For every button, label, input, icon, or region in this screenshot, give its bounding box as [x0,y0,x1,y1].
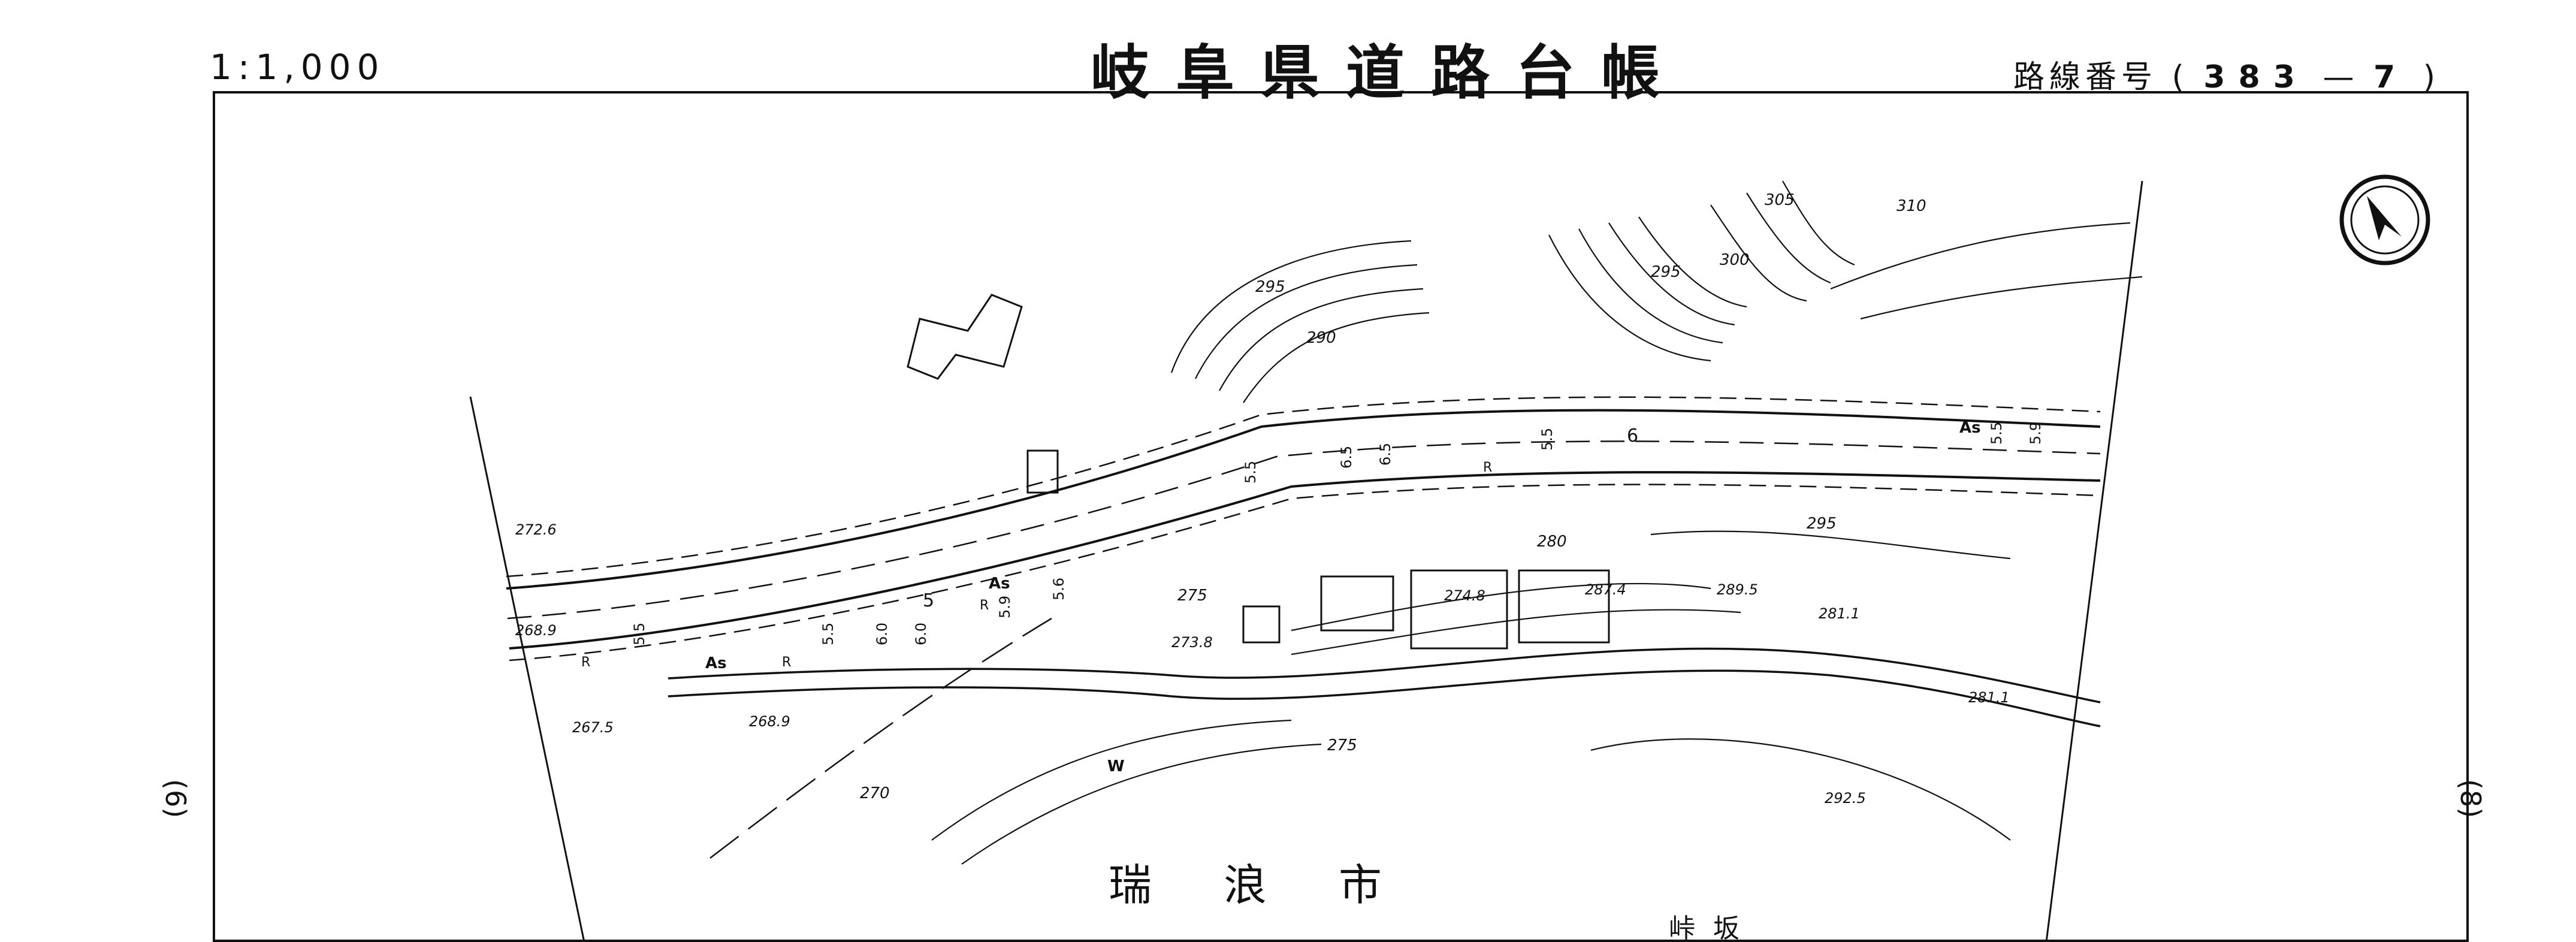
survey-boundary [469,180,2143,942]
road-label: R [980,598,989,613]
contour-label: 275 [1177,587,1207,605]
road-width: 6.5 [1338,446,1355,469]
road-width: 6.0 [913,623,929,645]
road-label: As [705,654,727,672]
road-map: 295 290 300 305 310 295 295 280 275 275 … [213,91,2469,942]
contour-label: 295 [1651,263,1681,281]
route-paren-open: ( [2172,59,2189,95]
spot-height: 274.8 [1444,587,1485,604]
buildings [907,294,1610,650]
road-label: R [782,655,791,670]
route-label: 路線番号 [2013,59,2158,95]
sheet-title: 岐阜県道路台帳 [1091,39,1687,107]
route-sheet-number: 7 [2373,59,2409,95]
road-width: 5 [923,590,934,611]
road-label: As [989,575,1010,593]
spot-height: 267.5 [572,719,614,736]
road-width: 6.0 [874,623,890,645]
spot-height: 289.5 [1717,581,1758,598]
road-width: 6 [1627,425,1638,446]
spot-height: 268.9 [749,713,790,730]
road-width: 5.6 [1050,578,1067,600]
spot-height: 281.1 [1968,689,2010,706]
spot-height: 281.1 [1819,605,1860,622]
map-frame [213,91,2469,942]
adjacent-sheet-left: (6) [159,779,192,819]
road-width: 5.5 [820,623,836,645]
north-arrow-icon [2339,174,2430,265]
left-sheet-number: 6 [159,789,192,808]
spot-height: 287.4 [1585,581,1626,598]
road-width: 5.9 [996,596,1013,618]
route-paren-close: ) [2423,59,2440,95]
route-dash: — [2323,59,2359,95]
lower-road [668,647,2101,727]
contour-label: 310 [1896,197,1926,215]
spot-height: 268.9 [515,622,557,639]
contour-label: 295 [1807,515,1837,533]
city-name: 瑞浪市 [1109,860,1454,910]
contour-label: 295 [1255,278,1285,296]
contour-label: 280 [1537,533,1567,551]
contour-label: 300 [1720,251,1750,269]
main-road [506,409,2101,650]
spot-height: 272.6 [515,521,557,538]
road-label: W [1107,757,1125,775]
contour-label: 270 [860,784,890,802]
contour-lines [931,180,2143,865]
road-edge-dashed [506,396,2101,662]
road-width: 5.5 [631,623,648,645]
road-label: R [1483,460,1492,475]
spot-height: 273.8 [1171,634,1213,651]
route-number-block: 路線番号 ( 383 — 7 ) [2013,52,2440,96]
road-centerline [507,440,2101,620]
road-width: 5.5 [1242,461,1259,484]
road-label: As [1959,419,1981,437]
spot-height: 292.5 [1825,790,1866,807]
district-name: 峠坂 [1669,913,1757,942]
road-width: 6.5 [1377,443,1394,466]
road-width: 5.9 [2027,422,2044,445]
road-label: R [581,655,590,670]
contour-label: 290 [1306,329,1336,347]
railway [709,617,1052,859]
route-number: 383 [2203,59,2308,95]
road-width: 5.5 [1539,428,1556,451]
contour-label: 275 [1327,736,1357,754]
contour-label: 305 [1765,191,1795,209]
road-width: 5.5 [1988,422,2005,445]
map-scale: 1:1,000 [210,47,385,87]
